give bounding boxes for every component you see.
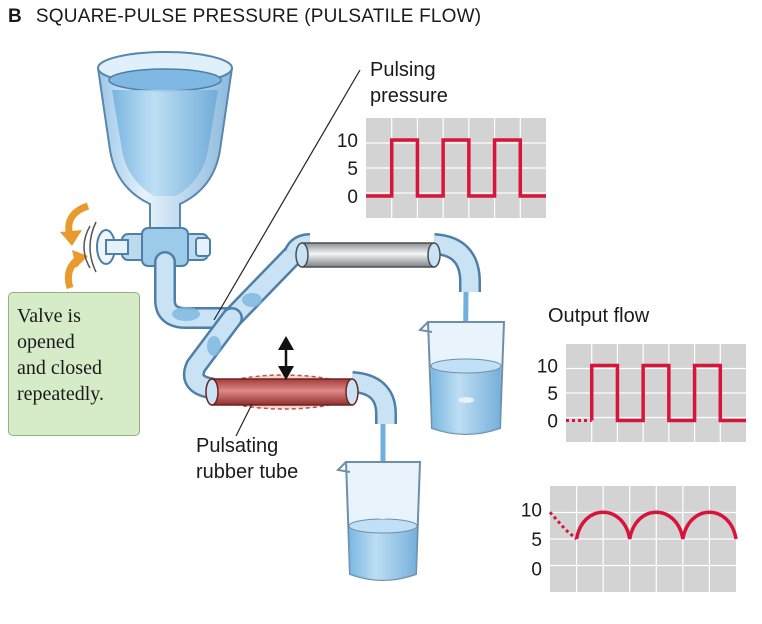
upper-beaker [417, 321, 506, 435]
y-tick-label: 0 [547, 411, 558, 432]
funnel-reservoir [96, 51, 234, 237]
y-tick-label: 5 [547, 384, 558, 405]
y-tick-label: 0 [531, 560, 542, 581]
double-arrow-icon [278, 336, 294, 380]
y-tick-label: 5 [531, 530, 542, 551]
valve-note-line: opened [17, 331, 75, 353]
y-tick-label: 10 [337, 131, 358, 152]
y-tick-label: 10 [537, 357, 558, 378]
pulsing-label-2: pressure [370, 85, 448, 107]
pressure-chart: 10 5 0 [337, 118, 546, 218]
output-flow-chart: 10 5 0 [537, 344, 746, 442]
panel-title: B SQUARE-PULSE PRESSURE (PULSATILE FLOW) [8, 6, 481, 28]
rubber-tube [205, 371, 397, 514]
trace-line [574, 510, 738, 540]
valve-note-line: and closed [17, 357, 102, 379]
pressure-leader-line [213, 69, 361, 321]
trace-start-dashed [548, 511, 578, 541]
trace-line [366, 138, 546, 198]
rotation-arrows-icon [60, 202, 97, 290]
pulsing-label-1: Pulsing [370, 59, 436, 81]
smoothed-flow-chart: 10 5 0 [521, 486, 738, 592]
rubber-tube-label-1: Pulsating [196, 435, 278, 457]
valve[interactable] [96, 227, 211, 267]
trace-line [589, 363, 746, 423]
y-tick-label: 0 [347, 187, 358, 208]
valve-note-line: repeatedly. [17, 383, 104, 405]
tube-leader-line [235, 403, 253, 437]
rubber-tube-label-2: rubber tube [196, 461, 298, 483]
valve-note: Valve is opened and closed repeatedly. [8, 292, 140, 436]
panel-title-text: SQUARE-PULSE PRESSURE (PULSATILE FLOW) [35, 6, 482, 27]
panel-letter: B [8, 6, 22, 27]
y-tick-label: 5 [347, 159, 358, 180]
valve-note-line: Valve is [17, 305, 81, 327]
lower-beaker [335, 461, 422, 581]
output-flow-label: Output flow [548, 305, 650, 327]
y-tick-label: 10 [521, 500, 542, 521]
